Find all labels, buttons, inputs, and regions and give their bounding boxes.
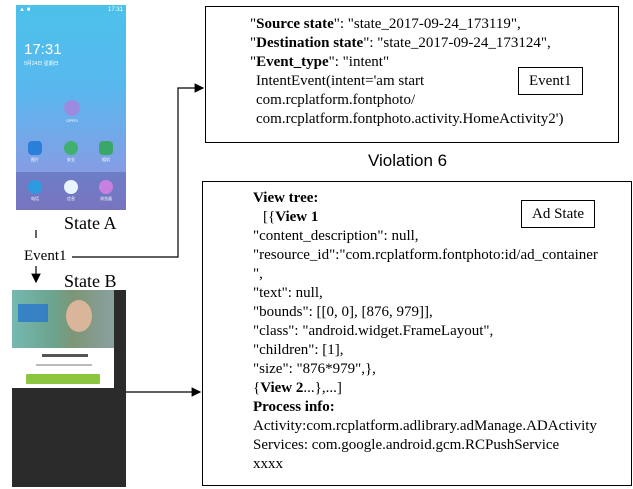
intent-line-1: IntentEvent(intent='am start (256, 73, 425, 89)
app-label: 图片 (31, 157, 39, 162)
process-activity: Activity:com.rcplatform.adlibrary.adMana… (253, 418, 597, 434)
view2-line: {View 2...},...] (253, 380, 342, 396)
event1-label: Event1 (24, 248, 67, 264)
app-label: 信息 (67, 196, 75, 201)
app-label: 安全 (67, 157, 75, 162)
event-info-box: "Source state": "state_2017-09-24_173119… (205, 6, 619, 143)
browser-icon (99, 180, 113, 194)
attr-content-description: "content_description": null, (253, 228, 419, 244)
ad-card (12, 348, 114, 388)
attr-resource-id: "resource_id":"com.rcplatform.fontphoto:… (253, 247, 598, 263)
violation-label: Violation 6 (368, 151, 448, 170)
view1-line: [{View 1 (263, 209, 319, 225)
process-info-label: Process info: (253, 399, 335, 415)
ad-state-tag: Ad State (521, 200, 596, 228)
state-a-screenshot: ▲ ■ 17:31 17:31 9月24日 星期日 OPPO 图片 安全 相机 … (16, 5, 126, 210)
destination-state-line: "Destination state": "state_2017-09-24_1… (250, 35, 551, 51)
ad-card-title (42, 354, 88, 357)
event1-tag: Event1 (518, 67, 583, 95)
lockscreen-clock: 17:31 (24, 41, 62, 58)
ad-state-box: View tree: [{View 1 "content_description… (202, 181, 632, 486)
intent-line-2: com.rcplatform.fontphoto/ (256, 92, 416, 108)
event1-arrow (72, 83, 205, 258)
source-state-line: "Source state": "state_2017-09-24_173119… (250, 16, 521, 32)
status-bar: ▲ ■ 17:31 (19, 7, 123, 15)
attr-class: "class": "android.widget.FrameLayout", (253, 323, 494, 339)
event-type-line: "Event_type": "intent" (250, 54, 390, 70)
intent-line-3: com.rcplatform.fontphoto.activity.HomeAc… (256, 111, 564, 127)
status-time: 17:31 (107, 7, 123, 13)
view-tree-label: View tree: (253, 190, 319, 206)
state-a-label: State A (64, 213, 117, 233)
process-more: xxxx (253, 456, 283, 472)
app-dock: 电话 信息 浏览器 (16, 172, 126, 210)
ad-headline-bubble (18, 304, 48, 322)
attr-children: "children": [1], (253, 342, 344, 358)
attr-resource-id-end: ", (253, 266, 263, 282)
app-label: OPPO (66, 118, 78, 123)
upload-icon (99, 141, 113, 155)
status-icons: ▲ ■ (19, 7, 31, 13)
child-face (66, 300, 92, 332)
state-b-label: State B (64, 271, 117, 291)
ad-image (12, 290, 114, 348)
eye-icon (64, 141, 78, 155)
gallery-icon (28, 141, 42, 155)
phone-icon (28, 180, 42, 194)
state-b-screenshot (12, 290, 126, 487)
app-label: 电话 (31, 196, 39, 201)
ad-cta-button[interactable] (26, 374, 100, 384)
oppo-app-icon (64, 100, 80, 116)
message-icon (64, 180, 78, 194)
app-label: 浏览器 (100, 196, 112, 201)
attr-text: "text": null, (253, 285, 323, 301)
process-services: Services: com.google.android.gcm.RCPushS… (253, 437, 560, 453)
attr-bounds: "bounds": [[0, 0], [876, 979]], (253, 304, 433, 320)
lockscreen-date: 9月24日 星期日 (24, 61, 59, 67)
app-label: 相机 (102, 157, 110, 162)
ad-card-text (36, 364, 92, 366)
attr-size: "size": "876*979",}, (253, 361, 376, 377)
